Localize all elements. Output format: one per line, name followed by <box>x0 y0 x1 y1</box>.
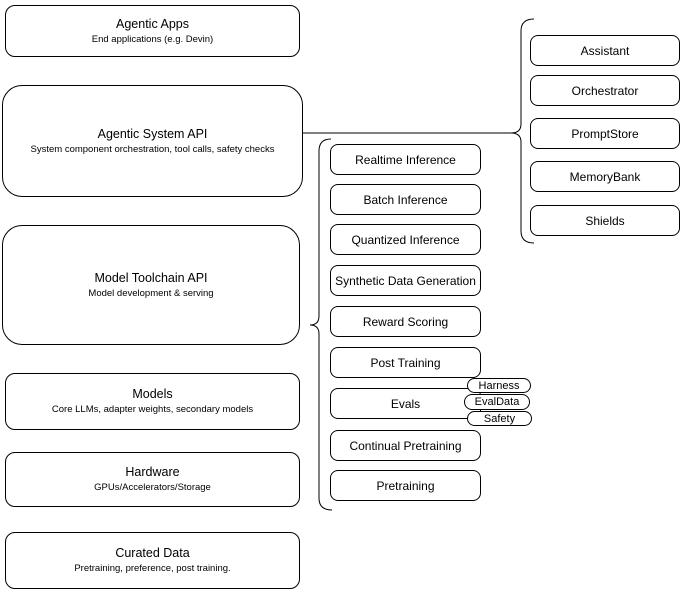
node-post-training: Post Training <box>330 347 481 378</box>
node-agentic-apps: Agentic Apps End applications (e.g. Devi… <box>5 5 300 57</box>
node-synthetic-data-generation: Synthetic Data Generation <box>330 265 481 296</box>
node-agentic-system-api: Agentic System API System component orch… <box>2 85 303 197</box>
node-title: Agentic Apps <box>116 16 189 31</box>
node-shields: Shields <box>530 205 680 236</box>
node-reward-scoring: Reward Scoring <box>330 306 481 337</box>
node-title: Curated Data <box>115 546 190 560</box>
tag-harness: Harness <box>467 378 531 393</box>
node-subtitle: System component orchestration, tool cal… <box>30 143 275 155</box>
node-memorybank: MemoryBank <box>530 161 680 192</box>
node-continual-pretraining: Continual Pretraining <box>330 430 481 461</box>
node-curated-data: Curated Data Pretraining, preference, po… <box>5 532 300 589</box>
toolchain-group-brace <box>309 138 333 511</box>
node-orchestrator: Orchestrator <box>530 75 680 106</box>
node-pretraining: Pretraining <box>330 470 481 501</box>
node-subtitle: Model development & serving <box>88 287 214 299</box>
node-subtitle: Pretraining, preference, post training. <box>74 563 231 574</box>
node-hardware: Hardware GPUs/Accelerators/Storage <box>5 452 300 507</box>
node-subtitle: Core LLMs, adapter weights, secondary mo… <box>51 404 254 415</box>
node-title: Model Toolchain API <box>94 270 208 285</box>
node-quantized-inference: Quantized Inference <box>330 224 481 255</box>
node-realtime-inference: Realtime Inference <box>330 144 481 175</box>
tag-safety: Safety <box>467 411 532 426</box>
node-model-toolchain-api: Model Toolchain API Model development & … <box>2 225 300 345</box>
node-title: Agentic System API <box>97 126 208 141</box>
node-title: Hardware <box>125 465 180 479</box>
tag-evaldata: EvalData <box>464 394 530 410</box>
node-assistant: Assistant <box>530 35 680 66</box>
node-promptstore: PromptStore <box>530 118 680 149</box>
node-subtitle: GPUs/Accelerators/Storage <box>94 482 211 493</box>
node-subtitle: End applications (e.g. Devin) <box>91 33 214 45</box>
node-batch-inference: Batch Inference <box>330 184 481 215</box>
node-title: Models <box>132 387 173 401</box>
node-evals: Evals <box>330 388 481 419</box>
node-models: Models Core LLMs, adapter weights, secon… <box>5 373 300 430</box>
